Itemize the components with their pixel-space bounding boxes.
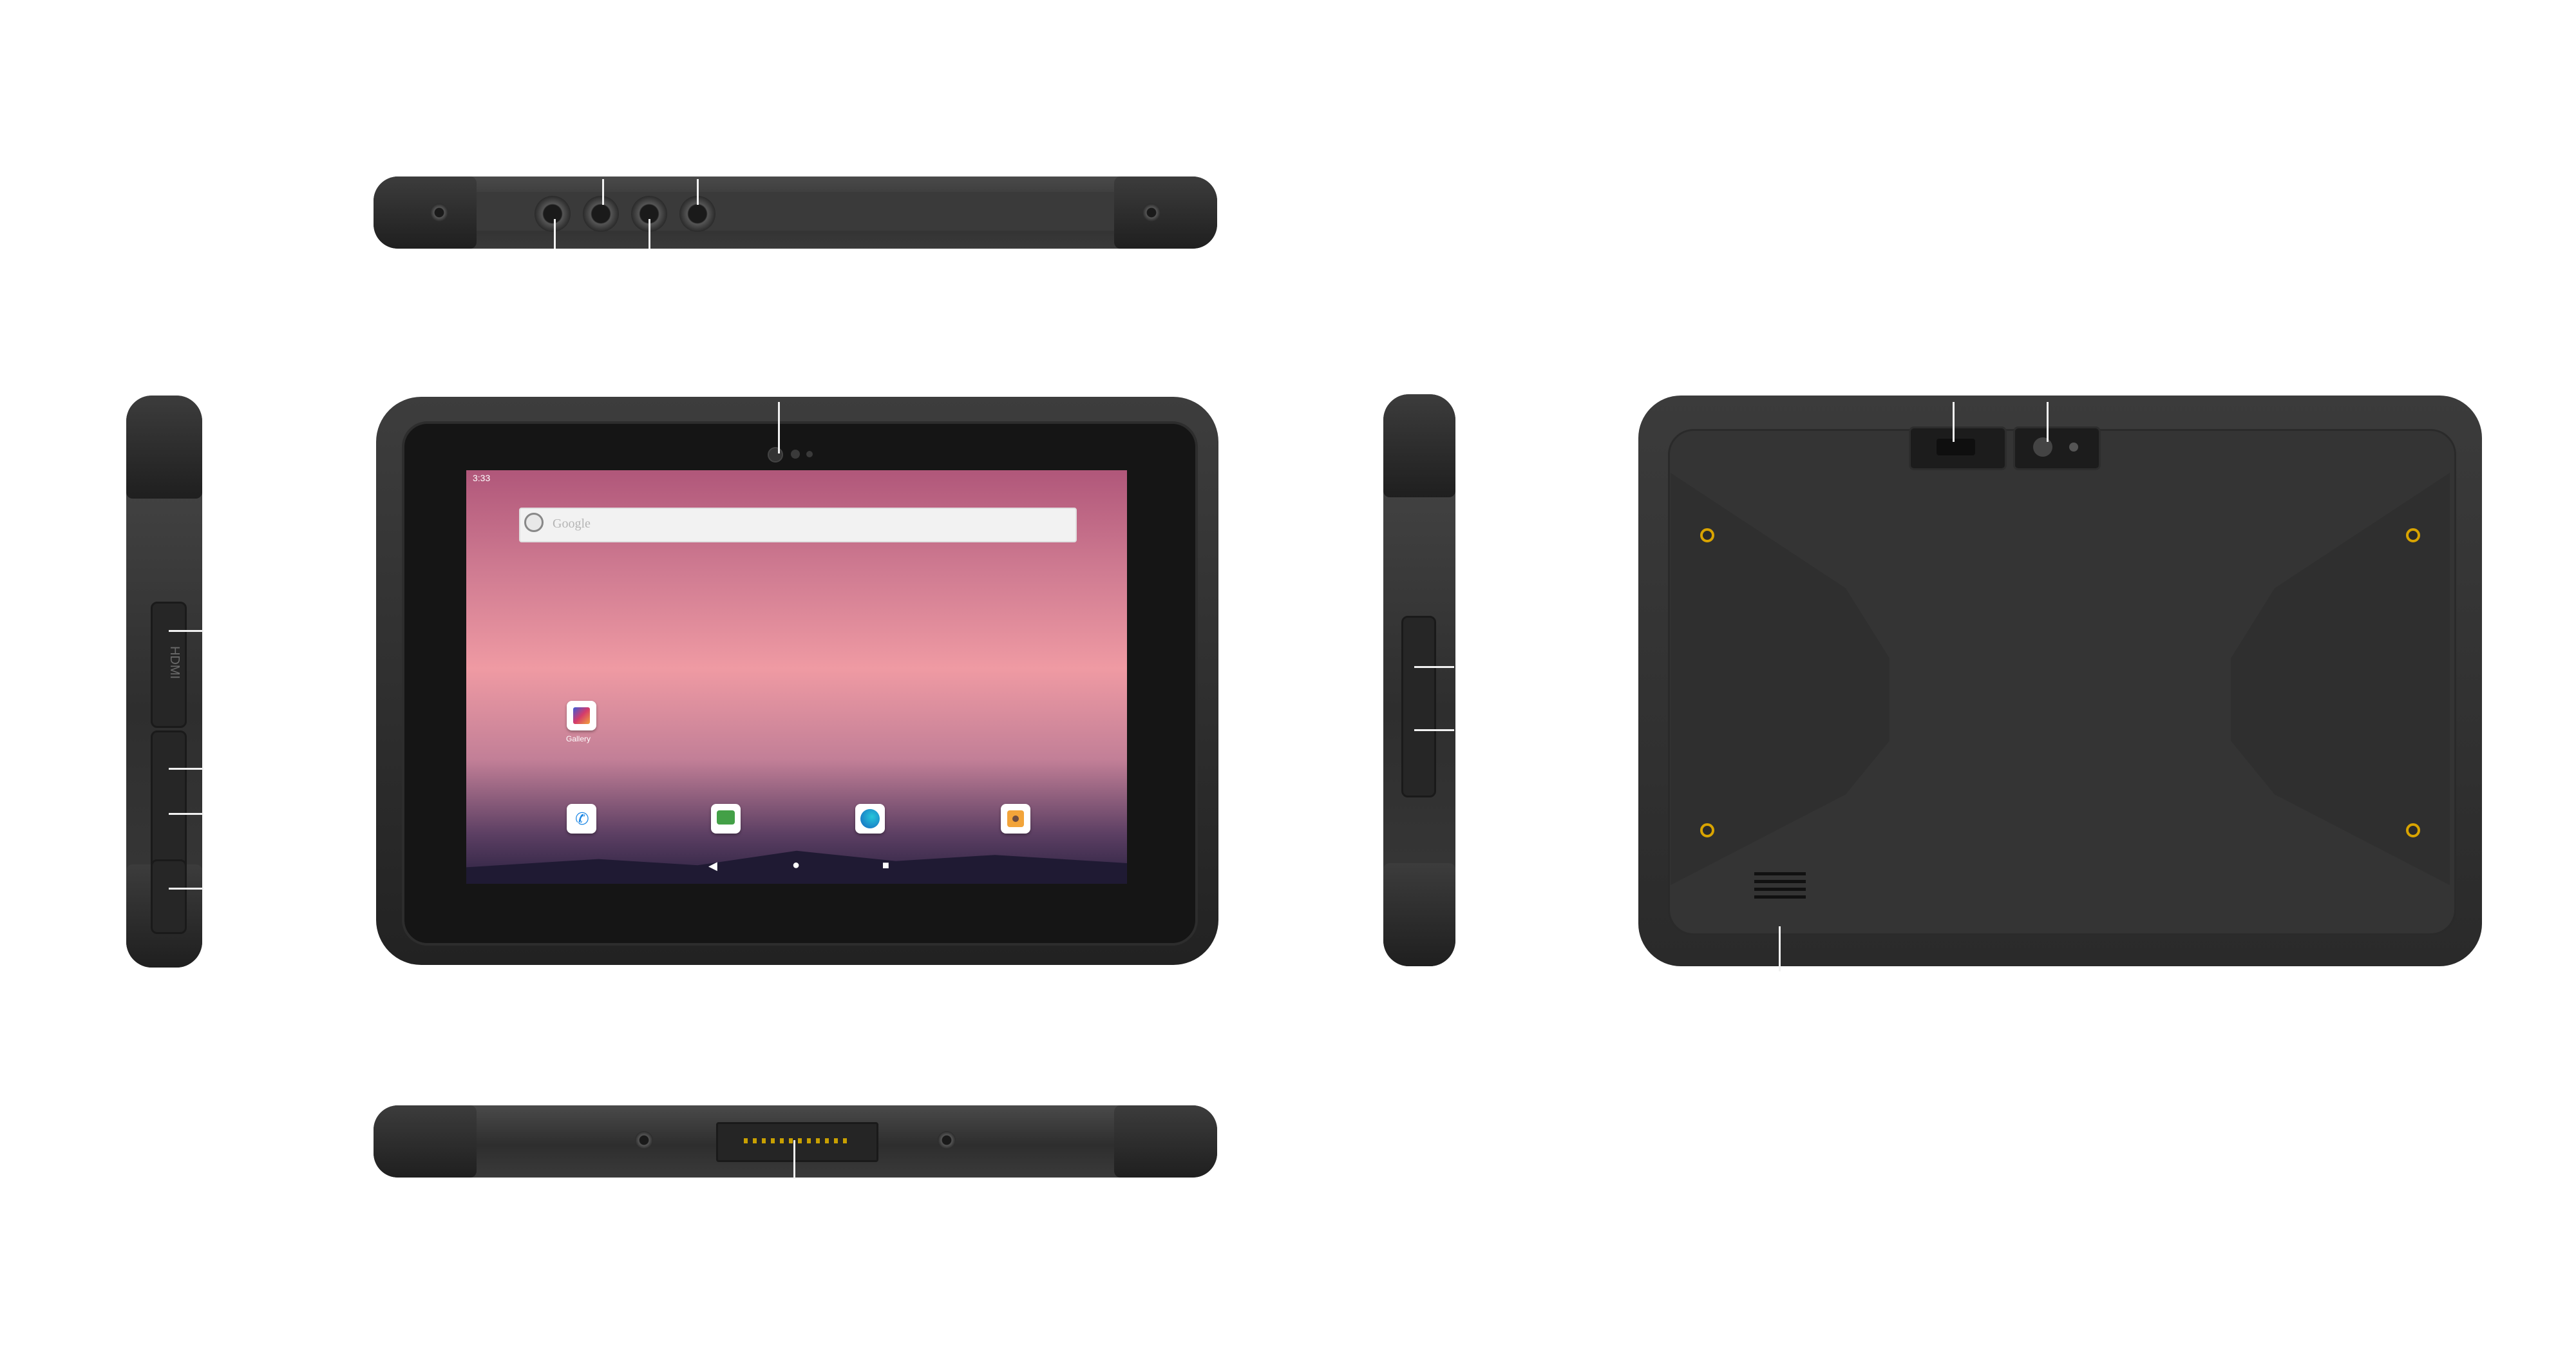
leader-line xyxy=(697,179,699,205)
leader-line xyxy=(1414,729,1454,731)
hdmi-label: HDMI xyxy=(167,645,182,680)
sim-card-cover[interactable] xyxy=(1401,616,1436,797)
screw-hole-left xyxy=(430,204,448,222)
top-edge-view xyxy=(374,176,1217,249)
leader-line xyxy=(649,219,650,249)
power-button[interactable] xyxy=(535,196,571,232)
light-sensor-icon xyxy=(791,450,800,459)
right-corner-bumper xyxy=(1114,1105,1217,1178)
screw-icon xyxy=(2406,528,2420,542)
screw-hole-right xyxy=(1142,204,1160,222)
leader-line xyxy=(1414,666,1454,668)
volume-up-button[interactable] xyxy=(583,196,619,232)
top-corner-bumper xyxy=(1383,394,1455,497)
search-placeholder: Google xyxy=(553,517,591,531)
left-corner-bumper xyxy=(374,176,477,249)
gallery-app-icon[interactable] xyxy=(567,701,596,730)
sensor-dot-icon xyxy=(806,451,813,457)
screw-hole-left xyxy=(635,1131,653,1149)
tablet-front-view: 3:33 Google Gallery ✆ ◀ ● ■ xyxy=(376,397,1218,965)
leader-line xyxy=(169,630,204,632)
home-button[interactable]: ● xyxy=(792,858,800,872)
leader-line xyxy=(169,888,204,890)
phone-app-icon[interactable]: ✆ xyxy=(567,804,596,834)
leader-line xyxy=(602,179,604,205)
rear-camera-icon xyxy=(1937,439,1975,455)
speaker-grille-icon xyxy=(1754,872,1806,901)
leader-line xyxy=(169,768,204,770)
search-bar[interactable]: Google xyxy=(519,508,1077,542)
bottom-corner-bumper xyxy=(1383,863,1455,966)
center-band xyxy=(477,192,1114,231)
flash-icon xyxy=(2033,437,2052,457)
left-side-view: HDMI xyxy=(126,396,202,968)
leader-line xyxy=(554,219,556,249)
back-button[interactable]: ◀ xyxy=(708,859,717,872)
gallery-label: Gallery xyxy=(566,734,591,743)
browser-app-icon[interactable] xyxy=(855,804,885,834)
front-camera-icon xyxy=(768,447,783,463)
leader-line xyxy=(2047,402,2049,442)
flash-module xyxy=(2013,426,2101,470)
screw-icon xyxy=(2406,823,2420,837)
dc-port-cover[interactable] xyxy=(151,859,187,934)
recents-button[interactable]: ■ xyxy=(882,859,889,872)
screw-icon xyxy=(1700,823,1714,837)
sensor-icon xyxy=(2069,443,2078,452)
right-corner-bumper xyxy=(1114,176,1217,249)
leader-line xyxy=(1779,926,1781,971)
camera-app-icon[interactable] xyxy=(1001,804,1030,834)
leader-line xyxy=(793,1140,795,1179)
tablet-back-view xyxy=(1638,396,2482,966)
left-corner-bumper xyxy=(374,1105,477,1178)
leader-line xyxy=(169,813,204,815)
status-time: 3:33 xyxy=(473,473,491,483)
hdmi-port-cover[interactable]: HDMI xyxy=(151,602,187,728)
top-corner-bumper xyxy=(126,396,202,499)
screen: 3:33 Google Gallery ✆ ◀ ● ■ xyxy=(466,470,1127,884)
leader-line xyxy=(1953,402,1955,442)
screw-icon xyxy=(1700,528,1714,542)
rear-camera-module xyxy=(1909,426,2007,470)
pogo-pin-connector xyxy=(716,1122,878,1162)
search-icon xyxy=(524,513,544,532)
leader-line xyxy=(778,402,780,453)
screw-hole-right xyxy=(938,1131,956,1149)
bottom-edge-view xyxy=(374,1105,1217,1178)
messages-app-icon[interactable] xyxy=(711,804,741,834)
right-side-view xyxy=(1383,394,1455,966)
